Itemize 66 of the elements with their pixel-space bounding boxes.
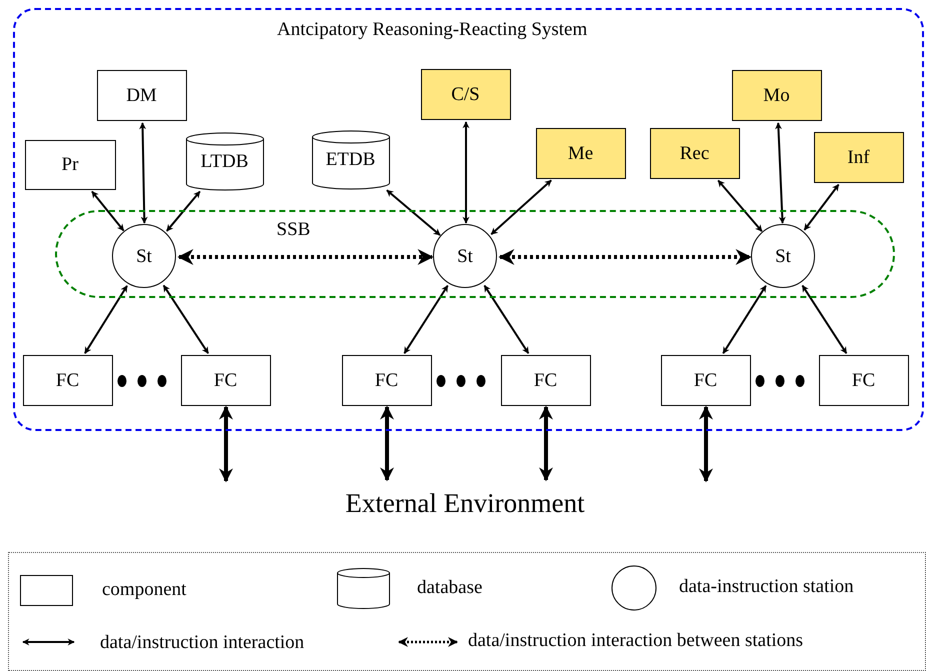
node-label: FC xyxy=(214,370,238,390)
node-label: LTDB xyxy=(200,152,248,170)
legend-label: component xyxy=(102,580,186,599)
component-box xyxy=(180,354,270,406)
legend-label: database xyxy=(417,578,482,597)
component-box xyxy=(24,140,116,190)
legend-label: data/instruction interaction xyxy=(100,633,304,652)
node-label: FC xyxy=(694,370,718,390)
band-title: SSB xyxy=(276,220,310,238)
arrow xyxy=(386,190,441,236)
arrow xyxy=(804,184,840,230)
station-circle xyxy=(112,224,176,288)
component-box xyxy=(650,128,740,178)
arrow xyxy=(404,285,449,354)
database-cylinder xyxy=(312,130,390,188)
component-box xyxy=(660,354,750,406)
arrow xyxy=(490,180,552,235)
station-circle xyxy=(433,224,497,288)
database-cylinder xyxy=(186,132,264,190)
node-label: Inf xyxy=(847,148,870,166)
node-label: FC xyxy=(534,370,558,390)
node-label: FC xyxy=(852,370,876,390)
node-label: ETDB xyxy=(326,150,376,169)
arrow xyxy=(84,285,128,354)
node-label: DM xyxy=(126,86,157,104)
node-label: St xyxy=(457,246,473,266)
node-label: Rec xyxy=(680,144,710,162)
node-label: Me xyxy=(568,144,594,162)
arrow xyxy=(774,122,786,224)
legend-label: data/instruction interaction between stations xyxy=(468,631,804,650)
band-title: Antcipatory Reasoning-Reacting System xyxy=(277,20,588,39)
component-box xyxy=(96,70,186,120)
component-box xyxy=(818,354,908,406)
node-label: St xyxy=(775,246,791,266)
component-box xyxy=(814,132,904,182)
component-box xyxy=(342,354,432,406)
node-label: C/S xyxy=(451,84,480,104)
arrow xyxy=(539,406,553,482)
system-boundary xyxy=(13,8,924,431)
node-label: Mo xyxy=(763,86,790,104)
arrow xyxy=(699,406,713,482)
legend-label: data-instruction station xyxy=(679,577,854,596)
arrow xyxy=(462,121,470,224)
node-label: St xyxy=(136,246,152,266)
arrow xyxy=(177,249,434,265)
arrow xyxy=(722,285,767,354)
bus-band xyxy=(54,210,894,298)
arrow xyxy=(166,190,201,232)
component-box xyxy=(536,128,626,178)
arrow xyxy=(498,249,752,265)
arrow xyxy=(380,406,394,482)
component-box xyxy=(22,354,112,406)
environment-label: External Environment xyxy=(345,490,585,516)
arrow xyxy=(162,284,210,354)
node-label: FC xyxy=(374,370,398,390)
component-box xyxy=(732,70,822,120)
node-label: Pr xyxy=(62,155,78,174)
arrow xyxy=(219,406,233,482)
arrow xyxy=(139,122,148,224)
node-label: FC xyxy=(56,370,80,390)
arrow xyxy=(717,180,763,232)
component-box xyxy=(420,68,510,120)
component-box xyxy=(500,354,590,406)
arrow xyxy=(91,190,124,232)
arrow xyxy=(484,284,530,354)
arrow xyxy=(802,284,848,354)
